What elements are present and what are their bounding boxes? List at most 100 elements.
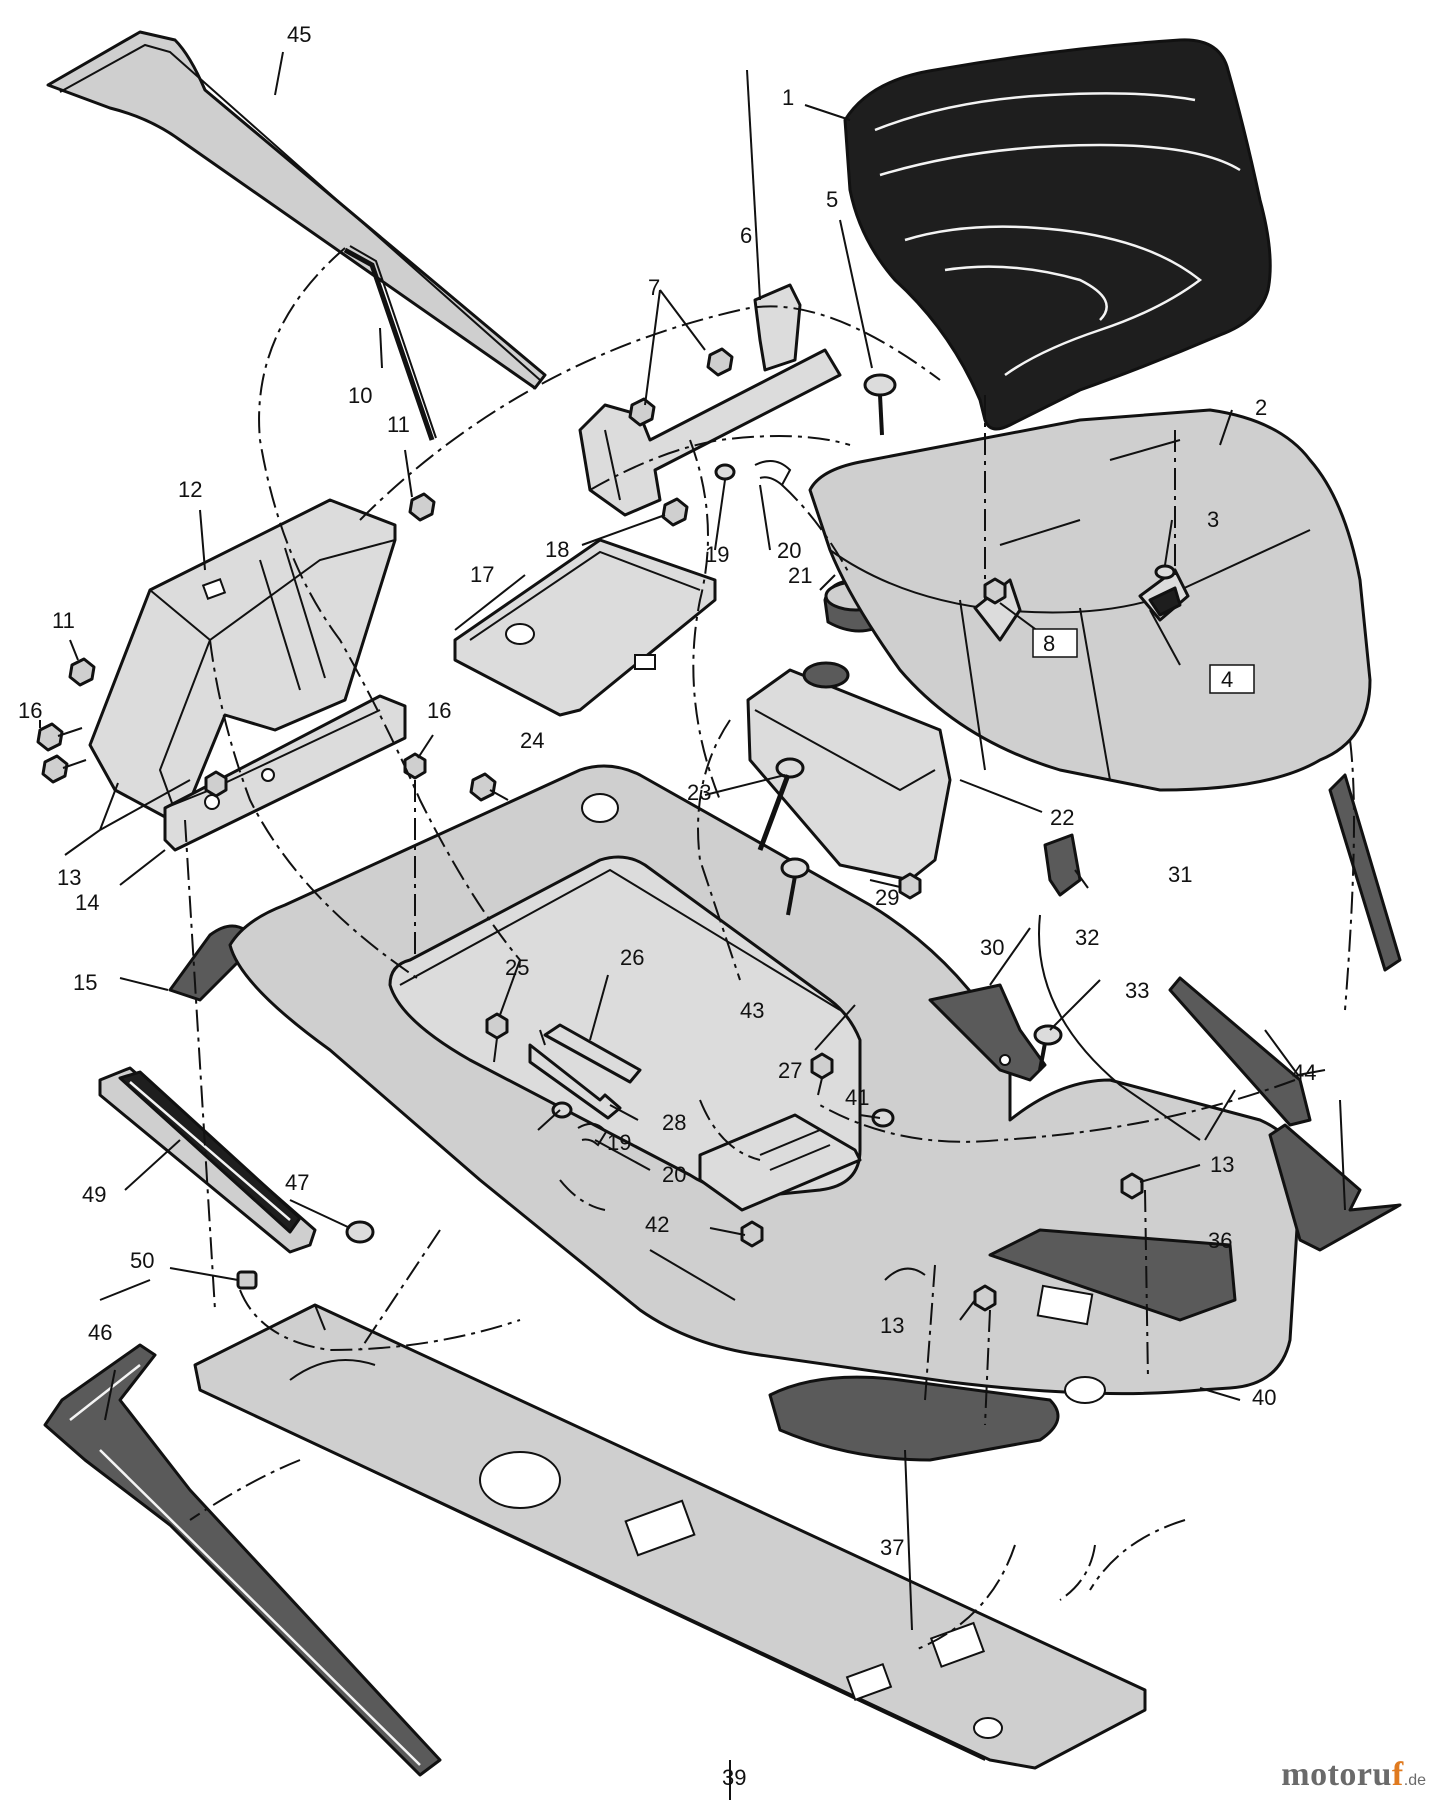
- fastener-11-nut-lower: [68, 657, 96, 687]
- part-49-step-insert: [98, 1066, 317, 1254]
- callout-labels: 45 1 5 6 7 10 11 12 11 16 16 24 17 18 19…: [18, 22, 1316, 1790]
- watermark-tld: .de: [1403, 1772, 1426, 1789]
- callout-19-upper: 19: [705, 542, 729, 567]
- assembly-lines: [184, 247, 1355, 1651]
- fastener-30-nut: [898, 872, 922, 900]
- callout-1: 1: [782, 85, 794, 110]
- callout-23: 23: [687, 780, 711, 805]
- fastener-33-bolt: [1033, 1024, 1063, 1071]
- callout-32: 32: [1075, 925, 1099, 950]
- callout-16-center: 16: [427, 698, 451, 723]
- watermark-accent: f: [1391, 1756, 1404, 1793]
- callout-50: 50: [130, 1248, 154, 1273]
- leader-lines: [39, 51, 1346, 1800]
- fastener-25-bolt: [485, 1012, 509, 1063]
- part-17-cover-plate: [453, 538, 717, 717]
- callout-45: 45: [287, 22, 311, 47]
- callout-31: 31: [1168, 862, 1192, 887]
- callout-11-lower: 11: [52, 608, 75, 633]
- callout-17: 17: [470, 562, 494, 587]
- callout-33: 33: [1125, 978, 1149, 1003]
- part-1-seat: [843, 38, 1272, 431]
- part-40-main-fender: [228, 764, 1302, 1462]
- callout-20-lower: 20: [662, 1162, 686, 1187]
- part-10-rod: [343, 245, 437, 441]
- callout-24: 24: [520, 728, 544, 753]
- fastener-3-washer: [1154, 564, 1176, 580]
- callout-12: 12: [178, 477, 202, 502]
- part-28-clip-bracket: [528, 1043, 622, 1120]
- callout-44: 44: [1292, 1060, 1316, 1085]
- callout-42: 42: [645, 1212, 669, 1237]
- fastener-20-cotter-lower: [577, 1122, 608, 1147]
- part-39-floor-pan: [193, 1303, 1147, 1770]
- callout-27: 27: [778, 1058, 802, 1083]
- part-47-plug: [345, 1220, 375, 1244]
- part-50-clip: [236, 1270, 258, 1290]
- callout-6: 6: [740, 223, 752, 248]
- callout-13-left: 13: [57, 865, 81, 890]
- part-12-bracket-panel: [88, 498, 397, 827]
- fastener-11-nut-upper: [408, 492, 436, 522]
- callout-26: 26: [620, 945, 644, 970]
- fastener-29-bolt: [780, 857, 810, 916]
- fastener-7-bolt-left: [628, 397, 656, 427]
- fastener-8-bolt: [983, 577, 1007, 605]
- fastener-42-nut: [740, 1220, 764, 1248]
- callout-13-right: 13: [1210, 1152, 1234, 1177]
- callout-7: 7: [648, 275, 660, 300]
- fastener-13-bolt-lower: [973, 1284, 997, 1312]
- callout-49: 49: [82, 1182, 106, 1207]
- fastener-43-bolt: [810, 1052, 834, 1096]
- callout-25: 25: [505, 955, 529, 980]
- callout-39: 39: [722, 1765, 746, 1790]
- watermark-logo: motoruf.de: [1281, 1756, 1426, 1794]
- fastener-18-nut: [661, 497, 689, 527]
- part-6-seat-bracket: [578, 283, 842, 517]
- callout-20-upper: 20: [777, 538, 801, 563]
- part-2-seat-pan: [808, 408, 1372, 792]
- fastener-4-clip: [1148, 586, 1182, 617]
- part-46-front-trim: [43, 1343, 442, 1777]
- callout-15: 15: [73, 970, 97, 995]
- part-44-side-trims: [1168, 773, 1402, 1252]
- callout-4: 4: [1221, 667, 1233, 692]
- fastener-13-bolt-right: [1120, 1172, 1144, 1200]
- callout-46: 46: [88, 1320, 112, 1345]
- callout-13-lower: 13: [880, 1313, 904, 1338]
- callout-43: 43: [740, 998, 764, 1023]
- callout-36: 36: [1208, 1228, 1232, 1253]
- callout-10: 10: [348, 383, 372, 408]
- part-45-trim-strip: [46, 30, 547, 390]
- callout-30: 30: [980, 935, 1004, 960]
- callout-5: 5: [826, 187, 838, 212]
- callout-28: 28: [662, 1110, 686, 1135]
- callout-47: 47: [285, 1170, 309, 1195]
- callout-2: 2: [1255, 395, 1267, 420]
- callout-21: 21: [788, 563, 812, 588]
- callout-16-left: 16: [18, 698, 42, 723]
- fastener-16-bolt-left: [36, 722, 83, 752]
- fastener-13-bolt-left: [41, 754, 87, 784]
- callout-3: 3: [1207, 507, 1219, 532]
- callout-19-lower: 19: [607, 1130, 631, 1155]
- callout-18: 18: [545, 537, 569, 562]
- part-26-bar-bracket: [539, 1023, 642, 1084]
- callout-8: 8: [1043, 631, 1055, 656]
- fastener-19-washer-upper: [714, 463, 736, 481]
- fastener-20-cotter-upper: [754, 460, 792, 487]
- fastener-5-clevis-pin: [863, 373, 897, 436]
- callout-37: 37: [880, 1535, 904, 1560]
- callout-14: 14: [75, 890, 99, 915]
- fastener-7-bolt-right: [706, 347, 734, 377]
- part-32-dark-bracket: [928, 983, 1047, 1082]
- callout-40: 40: [1252, 1385, 1276, 1410]
- watermark-main: motoruf: [1281, 1756, 1404, 1793]
- callout-11-upper: 11: [387, 412, 410, 437]
- fastener-16-nut-center: [403, 752, 427, 780]
- callout-29: 29: [875, 885, 899, 910]
- callout-22: 22: [1050, 805, 1074, 830]
- part-31-switch: [1038, 833, 1201, 1141]
- callout-41: 41: [845, 1085, 869, 1110]
